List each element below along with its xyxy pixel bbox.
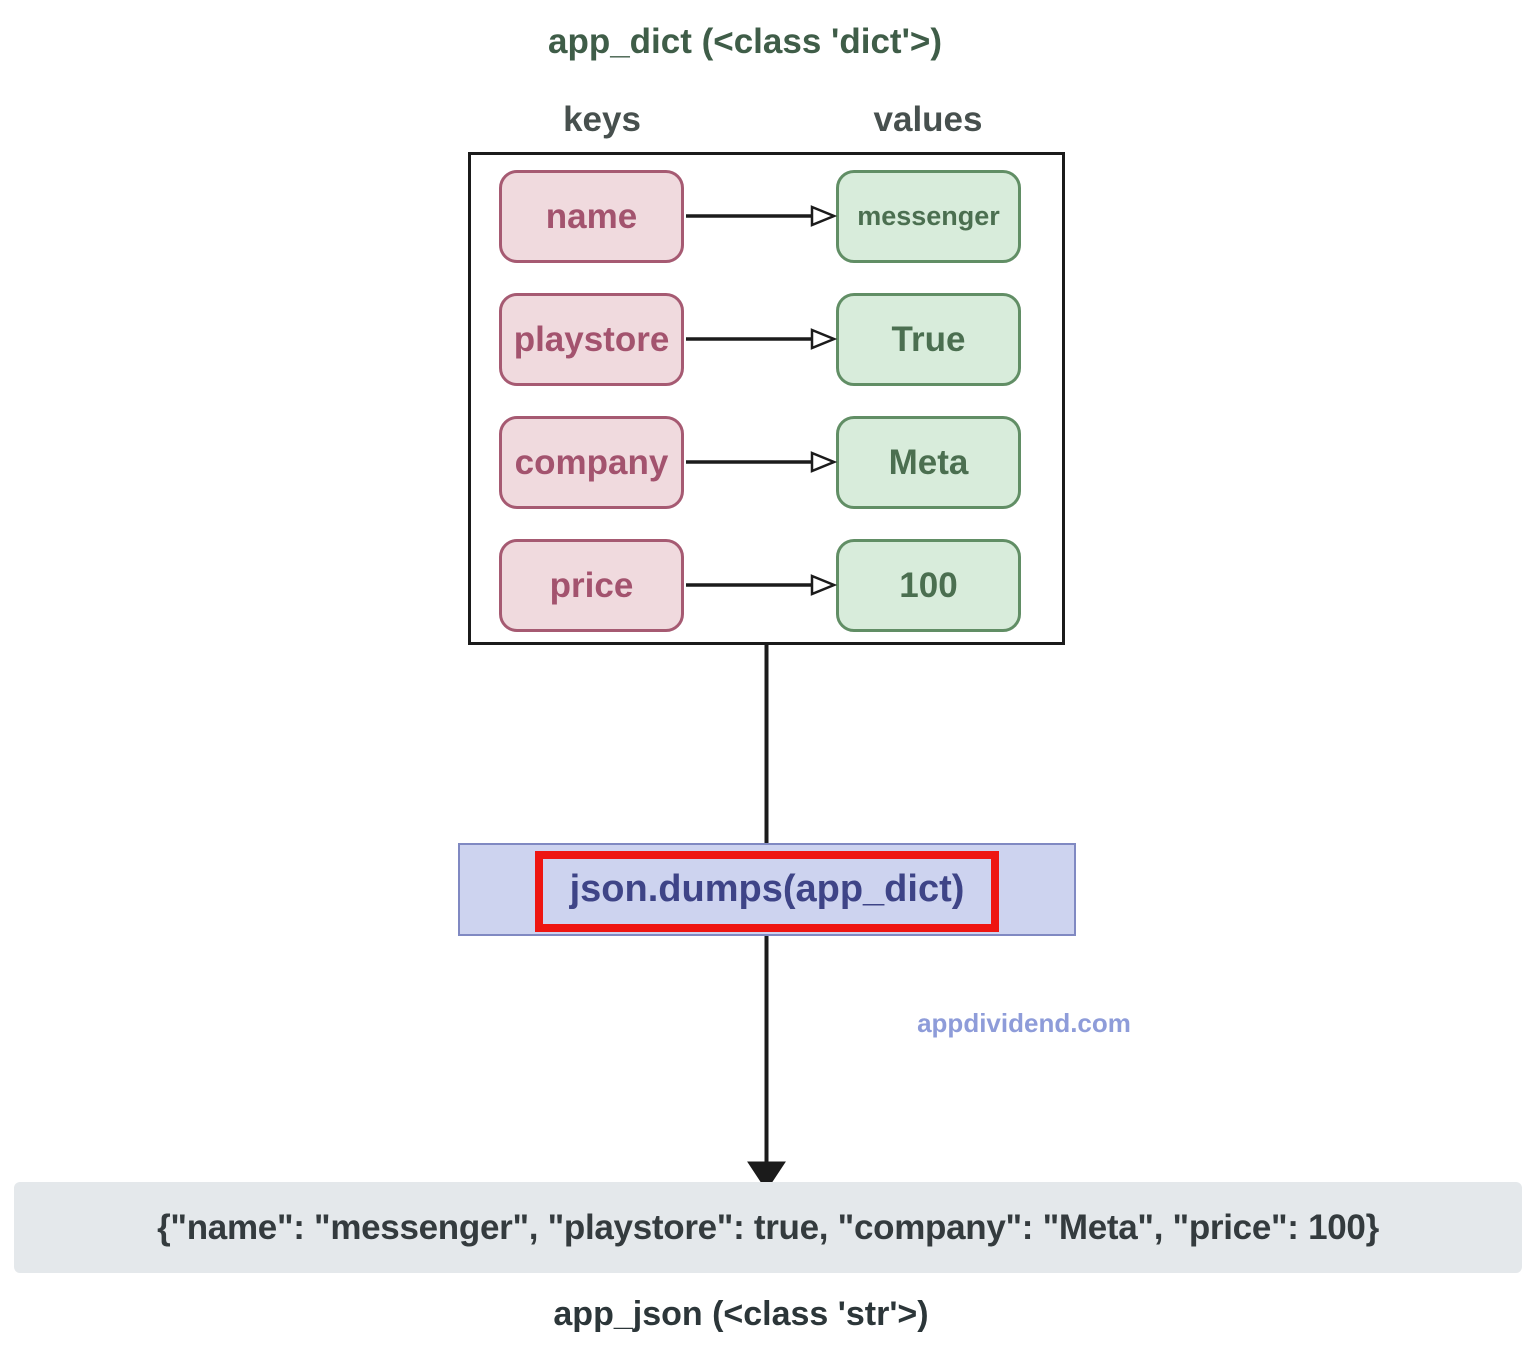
flow-arrow-function-to-output [747, 936, 786, 1191]
value-chip-meta: Meta [836, 416, 1021, 509]
key-chip-price: price [499, 539, 684, 632]
key-chip-company: company [499, 416, 684, 509]
key-chip-name: name [499, 170, 684, 263]
values-column-header: values [873, 100, 983, 139]
watermark-text: appdividend.com [917, 1008, 1131, 1038]
value-chip-true: True [836, 293, 1021, 386]
value-chip-100: 100 [836, 539, 1021, 632]
dict-title: app_dict (<class 'dict'>) [547, 22, 942, 61]
json-dumps-label: json.dumps(app_dict) [569, 868, 965, 910]
keys-column-header: keys [563, 100, 641, 139]
highlight-rectangle [535, 851, 999, 932]
json-output-string: {"name": "messenger", "playstore": true,… [157, 1207, 1379, 1247]
json-output-box: {"name": "messenger", "playstore": true,… [14, 1182, 1522, 1273]
key-chip-playstore: playstore [499, 293, 684, 386]
value-chip-messenger: messenger [836, 170, 1021, 263]
output-type-label: app_json (<class 'str'>) [553, 1295, 929, 1333]
dict-box: name playstore company price messenger T… [468, 152, 1065, 645]
json-dumps-box: json.dumps(app_dict) [458, 843, 1076, 936]
